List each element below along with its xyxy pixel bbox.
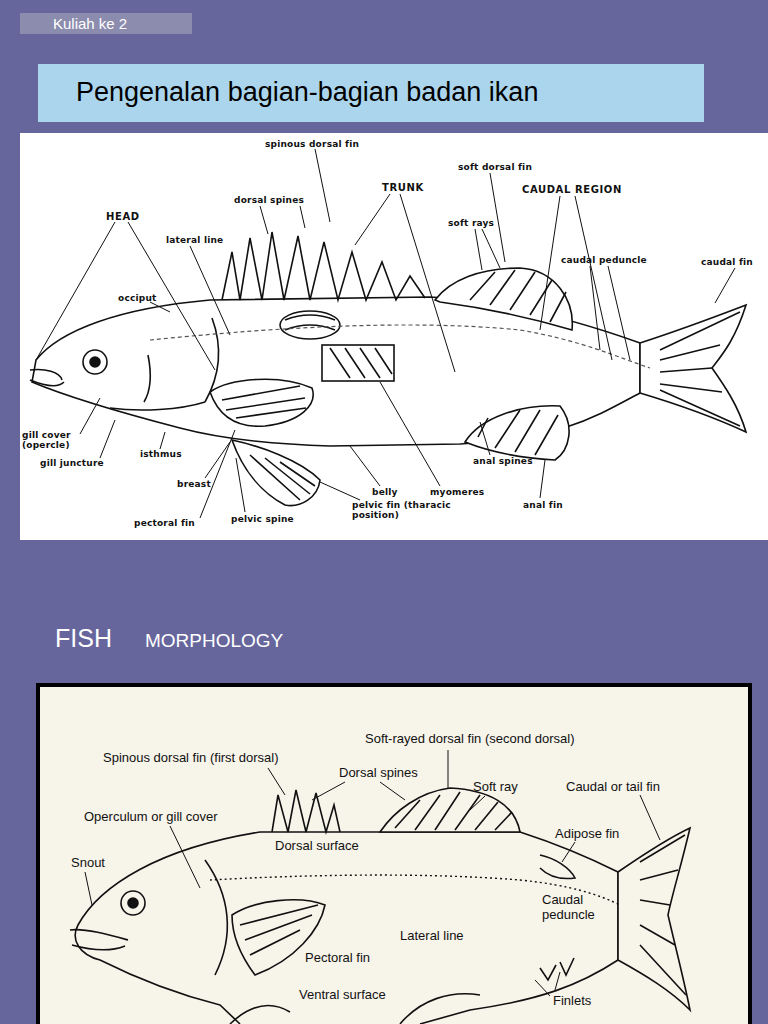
section-heading: MORPHOLOGY (145, 630, 283, 652)
part-label: pelvic spine (231, 514, 294, 524)
part-label: gill juncture (40, 458, 104, 468)
part-label: CAUDAL REGION (522, 184, 622, 195)
part-label: HEAD (106, 211, 140, 222)
part-label: Caudal or tail fin (566, 779, 660, 794)
part-label: Lateral line (400, 928, 464, 943)
part-label: gill cover (opercle) (22, 430, 84, 451)
leader-lines-2 (85, 750, 660, 996)
part-label: Dorsal surface (275, 838, 359, 853)
part-label: Adipose fin (555, 826, 619, 841)
part-label: spinous dorsal fin (265, 139, 359, 149)
part-label: Soft-rayed dorsal fin (second dorsal) (365, 731, 575, 746)
part-label: caudal fin (701, 257, 753, 267)
part-label: breast (177, 479, 211, 489)
fish-drawing-2 (70, 788, 690, 1024)
part-label: Soft ray (473, 779, 518, 794)
part-label: isthmus (140, 449, 182, 459)
part-label: Spinous dorsal fin (first dorsal) (103, 750, 279, 765)
lecture-number: Kuliah ke 2 (53, 15, 127, 32)
part-label: Caudal peduncle (542, 893, 606, 923)
title-box: Pengenalan bagian-bagian badan ikan (38, 64, 704, 122)
part-label: dorsal spines (234, 195, 304, 205)
section-heading: FISH (55, 624, 112, 653)
part-label: soft rays (448, 218, 494, 228)
part-label: occiput (118, 293, 157, 303)
leader-lines-1 (36, 149, 735, 518)
panel-ground (20, 133, 768, 540)
lecture-bar: Kuliah ke 2 (20, 13, 192, 34)
part-label: belly (372, 487, 398, 497)
part-label: soft dorsal fin (458, 162, 532, 172)
part-label: pectoral fin (134, 518, 195, 528)
fish-drawing-1 (30, 232, 746, 506)
part-label: pelvic fin (tharacic position) (352, 500, 470, 521)
part-label: Pectoral fin (305, 950, 370, 965)
part-label: Finlets (553, 993, 591, 1008)
part-label: anal fin (523, 500, 563, 510)
part-label: myomeres (430, 487, 484, 497)
part-label: Ventral surface (299, 987, 386, 1002)
part-label: caudal peduncle (561, 255, 647, 265)
panel-ground (38, 685, 750, 1024)
part-label: Operculum or gill cover (84, 809, 218, 824)
part-label: TRUNK (382, 182, 424, 193)
part-label: lateral line (166, 235, 223, 245)
part-label: Dorsal spines (339, 765, 418, 780)
part-label: Snout (71, 855, 105, 870)
slide-title: Pengenalan bagian-bagian badan ikan (76, 77, 538, 108)
part-label: anal spines (473, 456, 533, 466)
